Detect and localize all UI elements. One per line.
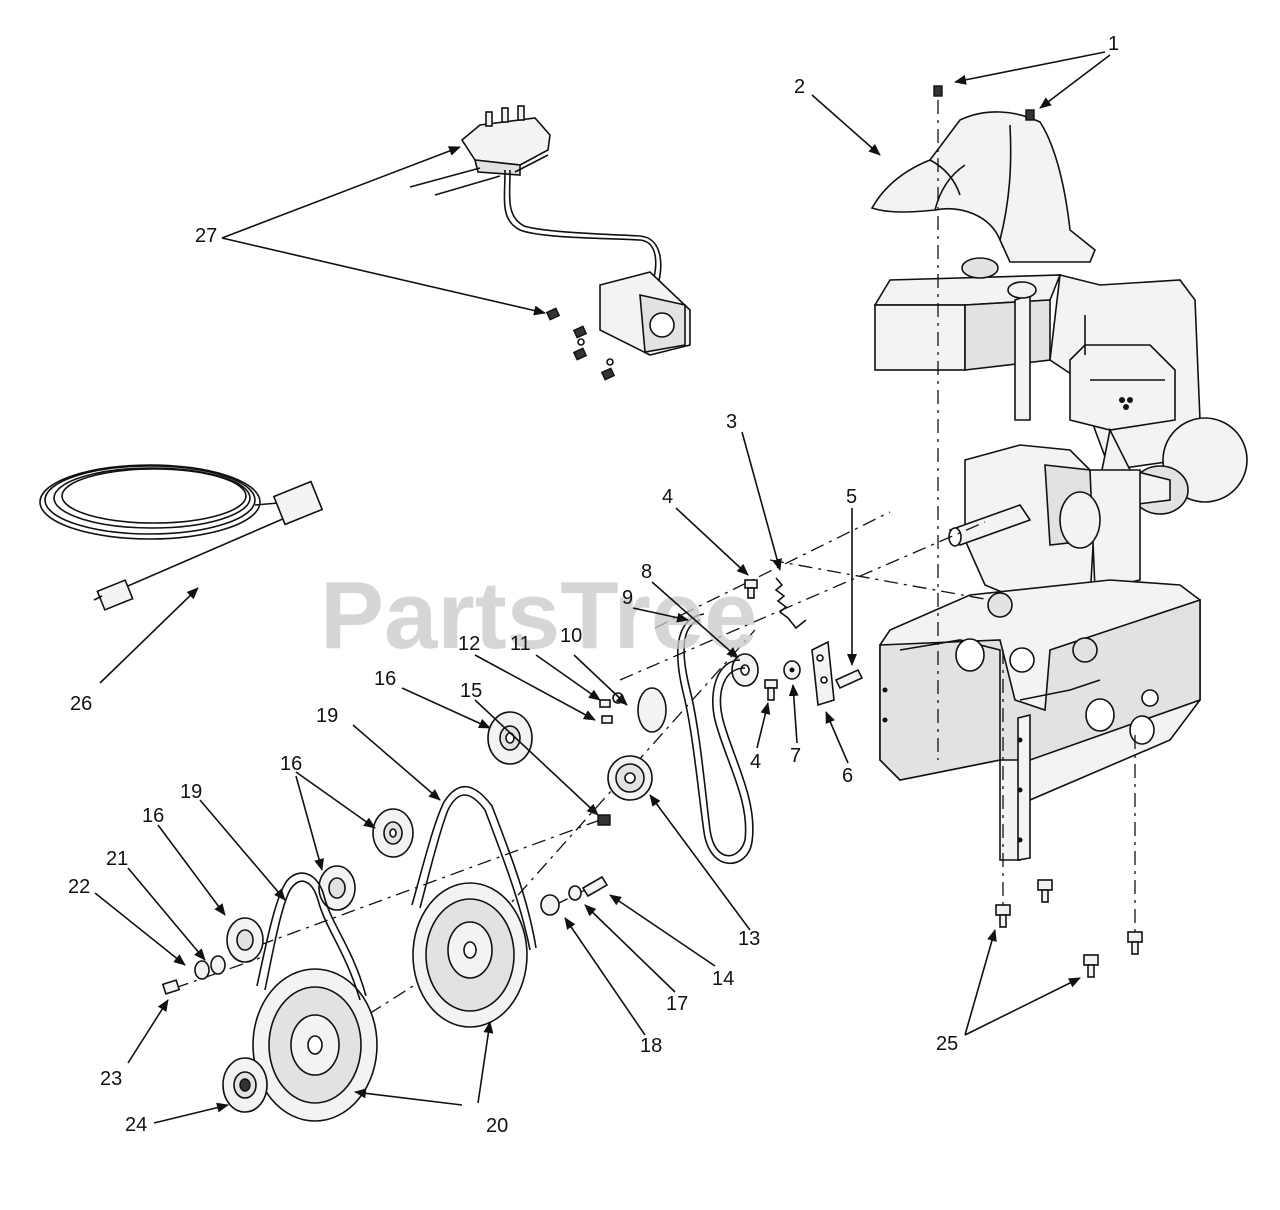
callout-13: 13: [738, 928, 760, 950]
callout-16-top: 16: [374, 668, 396, 690]
callout-11: 11: [510, 633, 531, 655]
callout-24: 24: [125, 1114, 147, 1136]
callout-16-mid: 16: [280, 753, 302, 775]
bolt-pair-1: [933, 85, 1035, 121]
callout-21: 21: [106, 848, 128, 870]
callout-8: 8: [641, 561, 652, 583]
callout-27: 27: [195, 225, 217, 247]
callout-7: 7: [790, 745, 801, 767]
callout-16-low: 16: [142, 805, 164, 827]
callout-18: 18: [640, 1035, 662, 1057]
callout-labels: 1 2 3 4 4 5 6 7 8 9 10 11 12 13 14 15 16…: [68, 33, 1119, 1137]
callout-4-top: 4: [662, 486, 673, 508]
electric-starter-assembly: [409, 105, 691, 381]
callout-9: 9: [622, 587, 633, 609]
callout-6: 6: [842, 765, 853, 787]
callout-3: 3: [726, 411, 737, 433]
callout-19-top: 19: [316, 705, 338, 727]
callout-2: 2: [794, 76, 805, 98]
extension-cord: [39, 464, 324, 611]
watermark: PartsTree: [320, 562, 758, 669]
callout-4-bottom: 4: [750, 751, 761, 773]
callout-5: 5: [846, 486, 857, 508]
callout-1: 1: [1108, 33, 1119, 55]
callout-23: 23: [100, 1068, 122, 1090]
callout-22: 22: [68, 876, 90, 898]
callout-10: 10: [560, 625, 582, 647]
drive-components: [161, 577, 864, 1122]
leader-lines: [94, 51, 1111, 1124]
callout-14: 14: [712, 968, 734, 990]
callout-26: 26: [70, 693, 92, 715]
bolt-set-25: [995, 879, 1143, 978]
callout-17: 17: [666, 993, 688, 1015]
engine-assembly: [870, 111, 1248, 861]
callout-25: 25: [936, 1033, 958, 1055]
callout-20: 20: [486, 1115, 508, 1137]
callout-15: 15: [460, 680, 482, 702]
callout-12: 12: [458, 633, 480, 655]
callout-19-low: 19: [180, 781, 202, 803]
